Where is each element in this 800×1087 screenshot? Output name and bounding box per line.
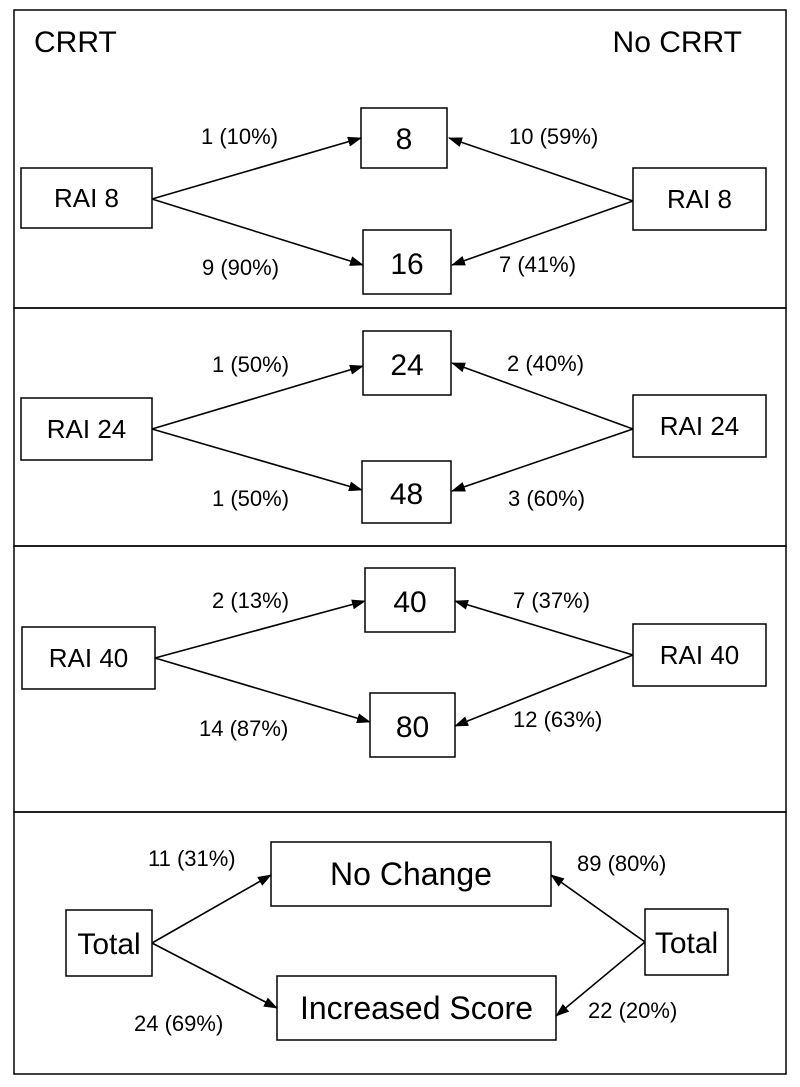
right-bottom-count: 12 (63%) bbox=[513, 707, 602, 732]
right-box bbox=[632, 394, 767, 458]
top-box bbox=[360, 107, 448, 169]
arrow-right-to-top bbox=[448, 137, 634, 202]
left-bottom-count: 1 (50%) bbox=[212, 486, 289, 511]
left-top-count: 1 (10%) bbox=[201, 124, 278, 149]
right-bottom-count: 22 (20%) bbox=[588, 998, 677, 1023]
right-box-label: RAI 40 bbox=[660, 640, 740, 670]
right-bottom-count: 3 (60%) bbox=[508, 486, 585, 511]
top-box-label: 24 bbox=[390, 349, 423, 382]
arrow-right-to-bottom bbox=[451, 200, 634, 266]
top-box bbox=[364, 567, 456, 633]
arrow-right-to-bottom bbox=[454, 654, 634, 727]
left-bottom-count: 24 (69%) bbox=[134, 1011, 223, 1036]
top-box-label: 40 bbox=[393, 586, 426, 619]
top-box bbox=[362, 330, 452, 396]
panel-rai-24: RAI 24 RAI 24 24 48 1 (50%) 1 (50%) 2 (4… bbox=[20, 330, 767, 524]
right-box bbox=[644, 908, 729, 976]
bottom-box bbox=[362, 229, 452, 295]
arrow-left-to-top bbox=[151, 136, 362, 200]
right-box-label: Total bbox=[655, 927, 718, 960]
header-no-crrt: No CRRT bbox=[613, 26, 742, 59]
panel-rai-8: RAI 8 RAI 8 8 16 1 (10%) 9 (90%) 10 (59%… bbox=[20, 107, 767, 295]
arrow-right-to-bottom bbox=[451, 428, 634, 492]
left-box-label: RAI 40 bbox=[49, 643, 129, 673]
right-top-count: 7 (37%) bbox=[513, 588, 590, 613]
arrow-left-to-bottom bbox=[154, 657, 371, 724]
arrow-left-to-bottom bbox=[151, 198, 364, 266]
right-top-count: 2 (40%) bbox=[507, 351, 584, 376]
left-bottom-count: 14 (87%) bbox=[199, 716, 288, 741]
top-box-label: No Change bbox=[330, 856, 492, 892]
arrow-right-to-top bbox=[451, 362, 634, 430]
header-crrt: CRRT bbox=[34, 26, 117, 59]
right-top-count: 89 (80%) bbox=[577, 851, 666, 876]
left-top-count: 2 (13%) bbox=[212, 588, 289, 613]
left-top-count: 1 (50%) bbox=[212, 352, 289, 377]
panel-frame-total bbox=[13, 811, 787, 1075]
right-box bbox=[632, 623, 767, 687]
left-box bbox=[20, 167, 153, 229]
arrow-right-to-top bbox=[550, 874, 646, 943]
bottom-box-label: 48 bbox=[390, 478, 423, 511]
arrow-left-to-top bbox=[151, 874, 272, 944]
bottom-box bbox=[276, 975, 557, 1041]
arrow-left-to-top bbox=[151, 364, 364, 430]
arrow-left-to-bottom bbox=[151, 428, 363, 492]
left-box bbox=[21, 626, 156, 690]
right-box bbox=[632, 167, 767, 231]
bottom-box bbox=[369, 692, 456, 758]
right-box-label: RAI 24 bbox=[660, 411, 740, 441]
arrow-left-to-top bbox=[154, 599, 366, 659]
arrow-right-to-bottom bbox=[555, 941, 646, 1017]
left-bottom-count: 9 (90%) bbox=[202, 255, 279, 280]
left-box-label: RAI 8 bbox=[54, 183, 119, 213]
bottom-box-label: 80 bbox=[396, 711, 429, 744]
left-box bbox=[20, 397, 153, 461]
right-box-label: RAI 8 bbox=[667, 184, 732, 214]
arrow-left-to-bottom bbox=[151, 942, 278, 1009]
left-box-label: Total bbox=[77, 928, 140, 961]
left-box-label: RAI 24 bbox=[47, 414, 127, 444]
right-bottom-count: 7 (41%) bbox=[499, 252, 576, 277]
right-top-count: 10 (59%) bbox=[509, 124, 598, 149]
top-box-label: 8 bbox=[396, 123, 413, 156]
panel-total: Total Total No Change Increased Score 11… bbox=[65, 841, 729, 1041]
bottom-box-label: 16 bbox=[390, 248, 423, 281]
arrow-right-to-top bbox=[454, 599, 634, 656]
bottom-box bbox=[361, 460, 452, 524]
left-box bbox=[65, 909, 153, 977]
bottom-box-label: Increased Score bbox=[300, 990, 533, 1026]
left-top-count: 11 (31%) bbox=[148, 846, 236, 871]
panel-rai-40: RAI 40 RAI 40 40 80 2 (13%) 14 (87%) 7 (… bbox=[21, 567, 767, 758]
top-box bbox=[270, 841, 552, 907]
